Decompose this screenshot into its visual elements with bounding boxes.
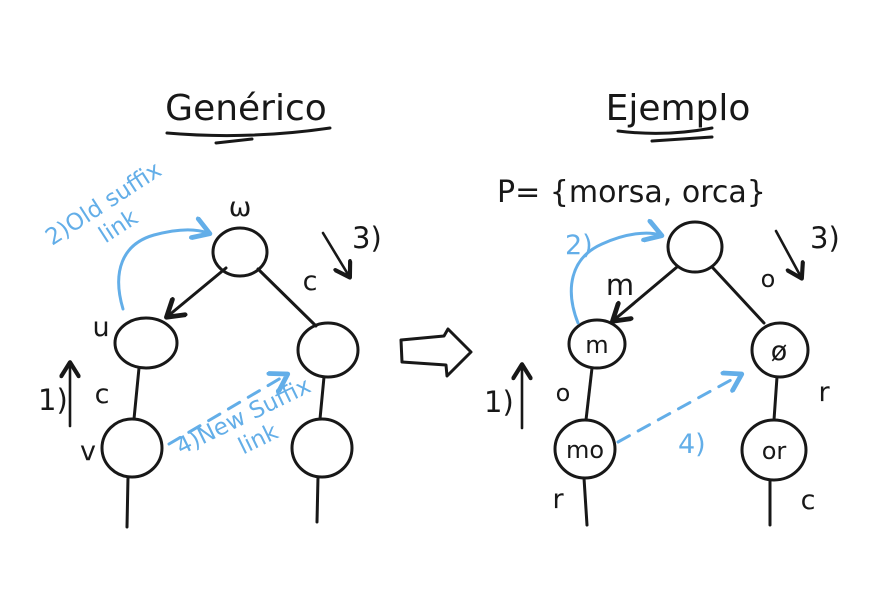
generic-title-underline [165,126,332,138]
example-step4-arrow [616,375,740,444]
generic-step3-down-arrow [321,231,349,276]
example-title-underline-2 [650,135,714,143]
generic-u-node [113,316,179,370]
example-title-underline [616,126,714,135]
edge-root-to-m [614,265,679,320]
edge-o-to-or [772,375,779,422]
m-node-label: m [585,331,608,359]
example-step2-label: 2) [565,230,593,261]
example-step2-arrow [569,233,660,325]
edge-c-right-label: c [303,266,318,297]
mo-node-label: mo [566,436,604,464]
edge-root-to-o [711,266,766,325]
edge-root-m-label: m [606,268,634,302]
example-o-node [750,321,810,379]
old-suffix-link-caption: 2)Old suffix link [41,157,166,251]
generic-step1-label: 1) [38,383,68,417]
edge-root-o-label: o [761,265,776,293]
tail-below-v [125,475,130,529]
example-step4-label: 4) [678,429,706,460]
edge-u-to-v [132,366,141,421]
edge-root-to-u [168,266,228,316]
example-root-node [666,220,724,274]
new-suffix-link-caption: 4)New Suffix link [172,373,315,460]
old-suffix-link-arrow [117,230,208,311]
edge-root-to-right [256,267,318,328]
generic-step3-label: 3) [352,221,382,255]
generic-right-grandchild-node [290,417,354,479]
example-step3-down-arrow [774,229,801,277]
example-step3-label: 3) [810,221,840,255]
edge-m-to-mo [584,366,594,422]
o-node-label: ø [771,336,788,367]
generic-title-underline-2 [214,137,254,145]
omega-node-label: ω [229,192,252,223]
generic-root-node [211,226,269,278]
u-label: u [92,312,109,343]
generic-title: Genérico [165,88,327,129]
example-step1-label: 1) [484,385,514,419]
right-block-arrow-icon [399,327,473,378]
tail-below-right [315,475,320,524]
edge-o-or-label: r [818,377,830,408]
or-node-label: or [762,437,787,465]
example-diagram: Ejemplo P= {morsa, orca} m ø mo or m o o… [484,88,840,527]
tail-mo-label: r [552,484,564,515]
generic-right-child-node [296,321,360,379]
tail-or-label: c [801,485,816,516]
edge-right-down [318,375,326,421]
generic-diagram: Genérico ω u v c c 1) 3) 2)Old suffix li… [38,88,382,529]
pattern-set-label: P= {morsa, orca} [497,175,766,210]
tail-below-mo [582,476,589,527]
example-m-node [567,318,627,370]
example-title: Ejemplo [606,88,751,129]
new-suffix-link-arrow [167,375,286,446]
generic-v-node [100,417,164,479]
edge-c-left-label: c [95,379,110,410]
v-label: v [80,436,96,467]
edge-m-mo-label: o [556,379,571,407]
